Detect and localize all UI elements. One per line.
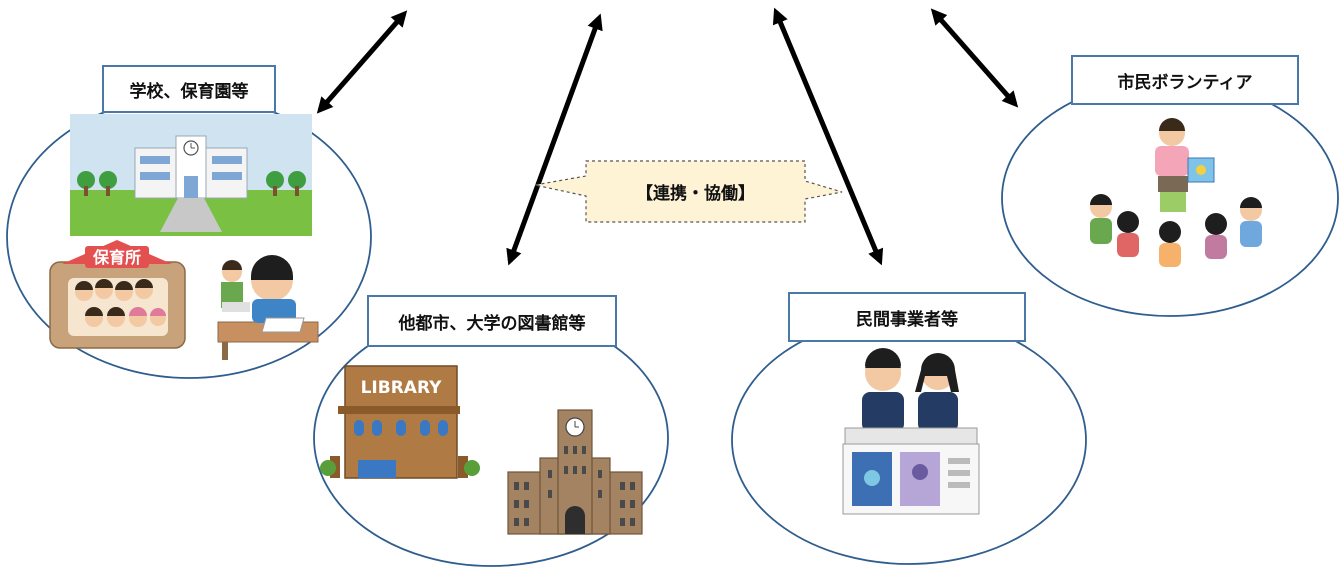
collaboration-label: 【連携・協働】 bbox=[636, 184, 755, 204]
business-label: 民間事業者等 bbox=[856, 309, 958, 330]
collaboration-callout-shape bbox=[534, 160, 843, 223]
library-sign-text: LIBRARY bbox=[361, 378, 443, 398]
school-label: 学校、保育園等 bbox=[129, 81, 249, 102]
nursery-illustration: 保育所 bbox=[49, 240, 186, 349]
collaboration-callout: 【連携・協働】 bbox=[586, 161, 805, 222]
library-building-illustration: LIBRARY bbox=[320, 365, 480, 479]
nursery-sign-text: 保育所 bbox=[92, 248, 141, 267]
school-label-box: 学校、保育園等 bbox=[102, 65, 276, 113]
business-booth-illustration bbox=[842, 348, 980, 515]
library-label: 他都市、大学の図書館等 bbox=[398, 313, 586, 334]
arrow-business bbox=[772, 7, 884, 266]
arrow-library bbox=[506, 13, 603, 266]
arrow-school bbox=[316, 10, 408, 114]
university-tower-illustration bbox=[507, 409, 643, 535]
volunteer-storytelling-illustration bbox=[1090, 118, 1262, 267]
student-illustration bbox=[217, 255, 319, 360]
arrow-volunteer bbox=[930, 8, 1019, 108]
volunteer-label-box: 市民ボランティア bbox=[1071, 55, 1299, 105]
volunteer-label: 市民ボランティア bbox=[1117, 72, 1253, 93]
library-label-box: 他都市、大学の図書館等 bbox=[367, 295, 617, 347]
business-label-box: 民間事業者等 bbox=[788, 292, 1026, 342]
school-building-illustration bbox=[70, 114, 312, 236]
